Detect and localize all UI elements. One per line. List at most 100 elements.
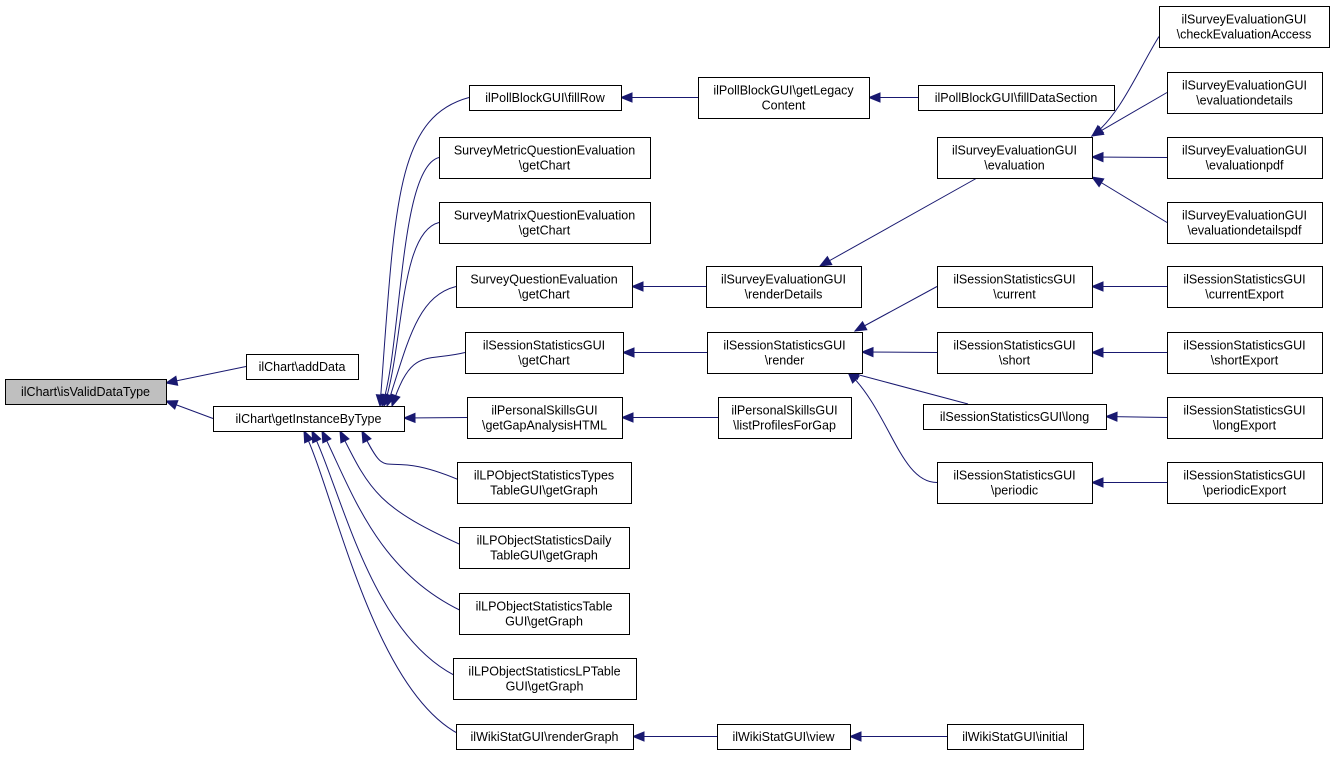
nodes-layer: ilChart\isValidDataType ilChart\addData il… [5, 6, 1330, 750]
edge-ssShortExp-to-ssShort [1090, 347, 1167, 358]
node-label: ilSurveyEvaluationGUI [1182, 209, 1307, 223]
node-ssLong[interactable]: ilSessionStatisticsGUI\long [923, 404, 1107, 430]
node-wikiInitial[interactable]: ilWikiStatGUI\initial [947, 724, 1084, 750]
node-lpTypes[interactable]: ilLPObjectStatisticsTypesTableGUI\getGra… [457, 462, 632, 504]
node-label: ilSessionStatisticsGUI [1183, 339, 1305, 353]
node-box[interactable] [1167, 397, 1323, 439]
node-label: SurveyMatrixQuestionEvaluation [454, 209, 635, 223]
node-pbFillRow[interactable]: ilPollBlockGUI\fillRow [469, 85, 622, 111]
arrowhead-icon [390, 393, 401, 408]
node-box[interactable] [246, 354, 359, 380]
node-label: \currentExport [1205, 288, 1284, 302]
edge-line [311, 430, 462, 679]
node-label: ilPollBlockGUI\fillRow [485, 91, 605, 105]
node-ssPeriodicExp[interactable]: ilSessionStatisticsGUI\periodicExport [1167, 462, 1323, 504]
node-label: \getChart [518, 354, 570, 368]
node-box[interactable] [947, 724, 1084, 750]
node-psGap[interactable]: ilPersonalSkillsGUI\getGapAnalysisHTML [467, 397, 623, 439]
node-box[interactable] [717, 724, 851, 750]
node-box[interactable] [439, 202, 651, 244]
node-box[interactable] [923, 404, 1107, 430]
node-pbFillData[interactable]: ilPollBlockGUI\fillDataSection [918, 85, 1115, 111]
node-label: \short [999, 354, 1031, 368]
node-ssLongExp[interactable]: ilSessionStatisticsGUI\longExport [1167, 397, 1323, 439]
edge-wikiView-to-wikiRender [631, 731, 717, 742]
node-box[interactable] [937, 462, 1093, 504]
edge-line [1091, 176, 1168, 223]
node-wikiRender[interactable]: ilWikiStatGUI\renderGraph [456, 724, 634, 750]
node-label: ilPollBlockGUI\fillDataSection [935, 91, 1098, 105]
edge-line [165, 366, 247, 384]
node-box[interactable] [1167, 332, 1323, 374]
node-box[interactable] [469, 85, 622, 111]
arrowhead-icon [860, 346, 874, 358]
node-root[interactable]: ilChart\isValidDataType [5, 379, 167, 405]
node-box[interactable] [459, 593, 630, 635]
node-box[interactable] [5, 379, 167, 405]
node-ssShortExp[interactable]: ilSessionStatisticsGUI\shortExport [1167, 332, 1323, 374]
node-wikiView[interactable]: ilWikiStatGUI\view [717, 724, 851, 750]
edge-pbFillData-to-pbLegacy [867, 92, 918, 103]
node-psList[interactable]: ilPersonalSkillsGUI\listProfilesForGap [718, 397, 852, 439]
node-sePdf[interactable]: ilSurveyEvaluationGUI\evaluationpdf [1167, 137, 1323, 179]
node-box[interactable] [718, 397, 852, 439]
node-ssPeriodic[interactable]: ilSessionStatisticsGUI\periodic [937, 462, 1093, 504]
node-box[interactable] [698, 77, 870, 119]
node-box[interactable] [467, 397, 623, 439]
edge-ssShort-to-ssRender [860, 346, 938, 358]
node-box[interactable] [937, 332, 1093, 374]
node-box[interactable] [706, 266, 862, 308]
node-label: \renderDetails [745, 288, 823, 302]
node-box[interactable] [1167, 266, 1323, 308]
node-box[interactable] [1167, 137, 1323, 179]
node-box[interactable] [1159, 6, 1330, 48]
edge-line [854, 286, 938, 332]
node-box[interactable] [213, 406, 405, 432]
arrowhead-icon [402, 412, 416, 424]
node-box[interactable] [707, 332, 863, 374]
node-box[interactable] [439, 137, 651, 179]
node-label: ilChart\getInstanceByType [236, 412, 382, 426]
node-seDetailsPdf[interactable]: ilSurveyEvaluationGUI\evaluationdetailsp… [1167, 202, 1323, 244]
node-box[interactable] [459, 527, 630, 569]
node-box[interactable] [1167, 462, 1323, 504]
node-label: ilSessionStatisticsGUI [1183, 273, 1305, 287]
edge-pbLegacy-to-pbFillRow [619, 92, 698, 103]
node-ssChart[interactable]: ilSessionStatisticsGUI\getChart [465, 332, 624, 374]
node-box[interactable] [1167, 72, 1323, 114]
node-box[interactable] [1167, 202, 1323, 244]
node-sqChart[interactable]: SurveyQuestionEvaluation\getChart [456, 266, 633, 308]
node-matrixChart[interactable]: SurveyMatrixQuestionEvaluation\getChart [439, 202, 651, 244]
node-addData[interactable]: ilChart\addData [246, 354, 359, 380]
edge-lpTable-to-getInstance [321, 429, 468, 614]
node-box[interactable] [937, 137, 1093, 179]
node-box[interactable] [453, 658, 637, 700]
edge-ssPeriodicExp-to-ssPeriodic [1090, 477, 1167, 488]
node-box[interactable] [456, 266, 633, 308]
node-ssRender[interactable]: ilSessionStatisticsGUI\render [707, 332, 863, 374]
node-metricChart[interactable]: SurveyMetricQuestionEvaluation\getChart [439, 137, 651, 179]
edge-line [1091, 36, 1160, 137]
node-box[interactable] [456, 724, 634, 750]
node-ssShort[interactable]: ilSessionStatisticsGUI\short [937, 332, 1093, 374]
node-seEval[interactable]: ilSurveyEvaluationGUI\evaluation [937, 137, 1093, 179]
node-box[interactable] [457, 462, 632, 504]
node-box[interactable] [918, 85, 1115, 111]
node-lpDaily[interactable]: ilLPObjectStatisticsDailyTableGUI\getGra… [459, 527, 630, 569]
node-seRenderDetails[interactable]: ilSurveyEvaluationGUI\renderDetails [706, 266, 862, 308]
edge-line [861, 351, 938, 353]
node-box[interactable] [937, 266, 1093, 308]
node-ssCurrent[interactable]: ilSessionStatisticsGUI\current [937, 266, 1093, 308]
node-seDetails[interactable]: ilSurveyEvaluationGUI\evaluationdetails [1167, 72, 1323, 114]
edge-line [383, 222, 440, 407]
edge-seDetailsPdf-to-seEval [1090, 176, 1168, 223]
node-box[interactable] [465, 332, 624, 374]
node-getInstance[interactable]: ilChart\getInstanceByType [213, 406, 405, 432]
node-seCheck[interactable]: ilSurveyEvaluationGUI\checkEvaluationAcc… [1159, 6, 1330, 48]
node-label: ilLPObjectStatisticsTypes [474, 469, 614, 483]
node-label: ilSurveyEvaluationGUI [721, 273, 846, 287]
node-ssCurrentExp[interactable]: ilSessionStatisticsGUI\currentExport [1167, 266, 1323, 308]
